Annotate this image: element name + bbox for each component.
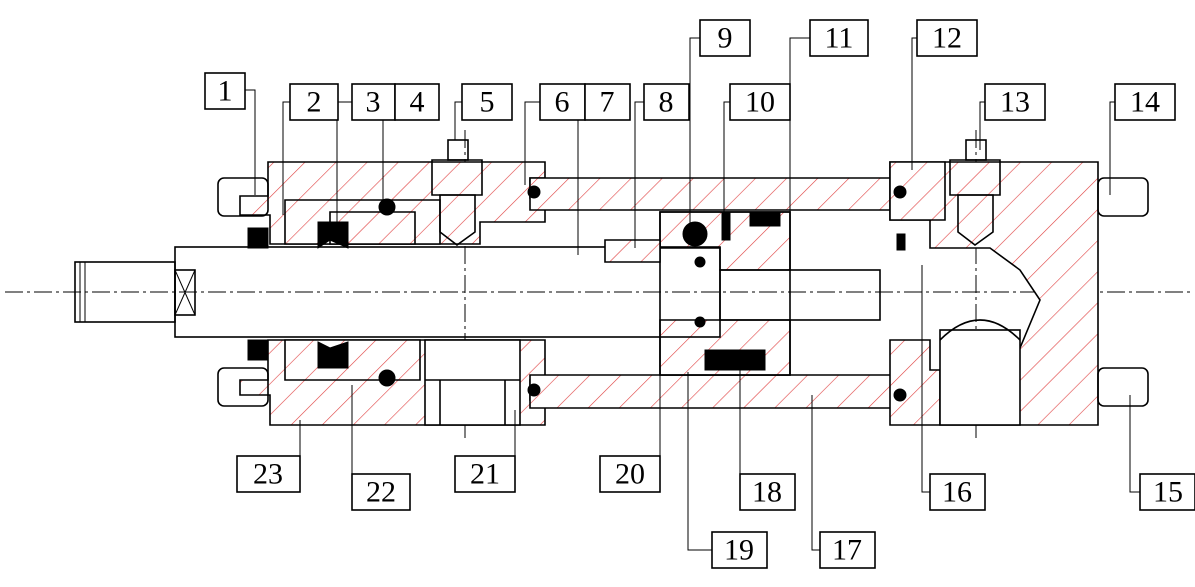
rear-port <box>939 329 1021 426</box>
callout-3: 3 <box>366 86 381 119</box>
callout-20: 20 <box>615 458 645 491</box>
barrel <box>529 177 906 409</box>
callout-16: 16 <box>942 476 972 509</box>
callout-8: 8 <box>659 86 674 119</box>
callout-12: 12 <box>932 22 962 55</box>
callout-5: 5 <box>480 86 495 119</box>
callout-21: 21 <box>470 458 500 491</box>
callout-1: 1 <box>218 75 233 108</box>
callout-22: 22 <box>366 476 396 509</box>
cushion-sleeve <box>604 239 661 263</box>
callout-18: 18 <box>752 476 782 509</box>
callout-23: 23 <box>253 458 283 491</box>
lower-port-boss <box>424 339 521 426</box>
callouts: 1 2 3 4 5 6 7 8 9 10 11 12 13 14 15 16 1 <box>204 19 1195 569</box>
callout-17: 17 <box>832 534 862 567</box>
callout-7: 7 <box>600 86 615 119</box>
callout-9: 9 <box>718 22 733 55</box>
callout-11: 11 <box>825 22 854 55</box>
callout-19: 19 <box>724 534 754 567</box>
callout-13: 13 <box>1000 86 1030 119</box>
tie-rod-nuts <box>217 177 1149 407</box>
callout-6: 6 <box>555 86 570 119</box>
callout-14: 14 <box>1130 86 1160 119</box>
bleed-screws <box>431 139 1001 246</box>
callout-15: 15 <box>1153 476 1183 509</box>
rear-head <box>889 161 1099 426</box>
seals <box>247 185 907 402</box>
callout-4: 4 <box>410 86 425 119</box>
piston-rod <box>74 246 881 338</box>
callout-2: 2 <box>307 86 322 119</box>
callout-10: 10 <box>745 86 775 119</box>
